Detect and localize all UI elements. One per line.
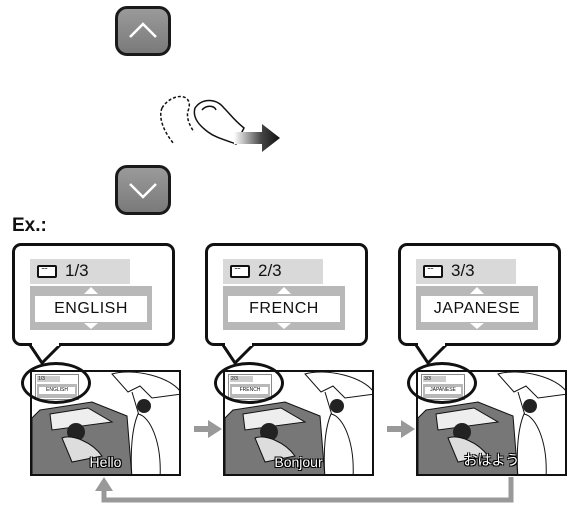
language-value: JAPANESE bbox=[421, 296, 533, 322]
chevron-up-icon bbox=[129, 22, 157, 38]
language-value: FRENCH bbox=[228, 296, 340, 322]
swipe-gesture bbox=[160, 95, 280, 152]
triangle-down-icon bbox=[84, 323, 98, 329]
subtitle-callout-1: 1/3 ENGLISH bbox=[12, 243, 175, 346]
arrow-up-icon bbox=[95, 477, 113, 491]
subtitle-count: 3/3 bbox=[451, 261, 475, 280]
subtitle-caption: Bonjour bbox=[274, 454, 323, 470]
triangle-down-icon bbox=[277, 323, 291, 329]
highlight-oval-3 bbox=[407, 362, 477, 404]
down-button[interactable] bbox=[115, 165, 171, 215]
subtitle-count: 1/3 bbox=[65, 261, 89, 280]
movie-scene-illustration bbox=[225, 372, 372, 474]
subtitle-header: 1/3 bbox=[30, 259, 130, 284]
subtitle-callout-2: 2/3 FRENCH bbox=[205, 243, 368, 346]
example-label: Ex.: bbox=[12, 215, 47, 236]
subtitle-caption: おはよう bbox=[463, 452, 520, 468]
triangle-up-icon bbox=[84, 287, 98, 294]
subtitle-icon bbox=[230, 261, 250, 278]
up-button[interactable] bbox=[115, 6, 171, 56]
subtitle-header: 2/3 bbox=[223, 259, 323, 284]
language-selector: ENGLISH bbox=[30, 286, 152, 330]
subtitle-icon bbox=[423, 261, 443, 278]
triangle-up-icon bbox=[277, 287, 291, 294]
triangle-up-icon bbox=[470, 287, 484, 294]
chevron-down-icon bbox=[129, 183, 157, 199]
language-value: ENGLISH bbox=[35, 296, 147, 322]
language-selector: JAPANESE bbox=[416, 286, 538, 330]
subtitle-count: 2/3 bbox=[258, 261, 282, 280]
highlight-oval-1 bbox=[21, 362, 91, 404]
subtitle-icon bbox=[37, 261, 57, 278]
loop-back-arrow bbox=[101, 477, 514, 503]
highlight-oval-2 bbox=[214, 362, 284, 404]
movie-scene-illustration bbox=[418, 372, 565, 474]
triangle-down-icon bbox=[470, 323, 484, 329]
arrow-right-icon bbox=[194, 420, 222, 438]
callout-tails bbox=[28, 339, 448, 365]
arrow-right-icon bbox=[234, 124, 280, 152]
flow-arrows bbox=[95, 420, 514, 503]
subtitle-callout-3: 3/3 JAPANESE bbox=[398, 243, 561, 346]
finger-outline-dashed bbox=[160, 95, 195, 145]
language-selector: FRENCH bbox=[223, 286, 345, 330]
arrow-right-icon bbox=[387, 420, 415, 438]
scene-frame-1: 1/3 ENGLISH Hello bbox=[30, 370, 181, 476]
subtitle-header: 3/3 bbox=[416, 259, 516, 284]
movie-scene-illustration bbox=[32, 372, 179, 474]
subtitle-caption: Hello bbox=[89, 454, 122, 470]
scene-frame-2: 2/3 FRENCH Bonjour bbox=[223, 370, 374, 476]
